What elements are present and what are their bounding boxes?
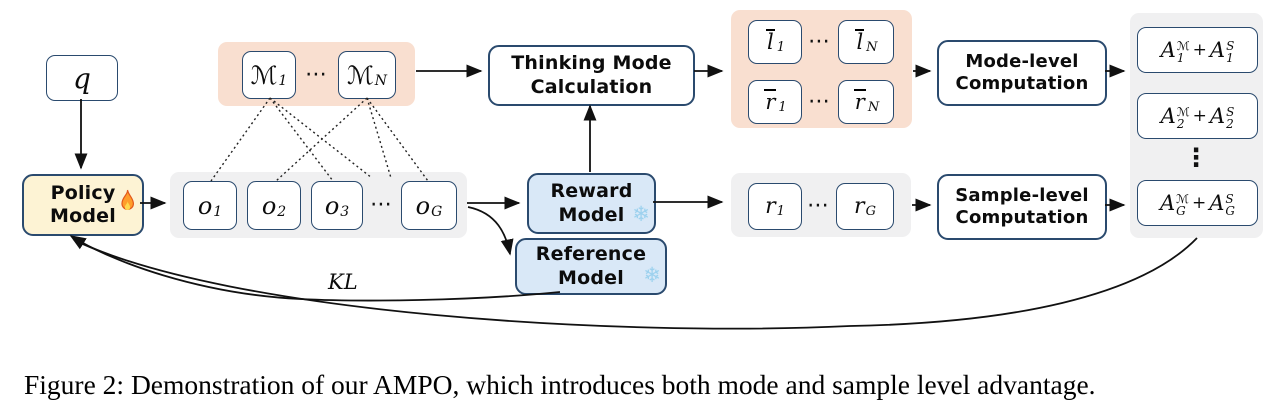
rewards-ellipsis: ⋯: [807, 192, 829, 218]
query-box: q: [46, 55, 118, 101]
policy-label-line1: Policy: [50, 181, 116, 204]
thinking-label-line2: Calculation: [530, 75, 653, 98]
reference-model-box: Reference Model ❄: [515, 238, 667, 295]
reward-label-line1: Reward: [550, 180, 633, 203]
mode-sample-dotted-links: [210, 97, 429, 182]
query-label: q: [73, 61, 91, 95]
kl-label: KL: [328, 270, 358, 294]
thinking-mode-calculation-box: Thinking Mode Calculation: [488, 45, 695, 106]
reference-label-line1: Reference: [535, 243, 647, 266]
mode-n-symbol: ℳ: [347, 60, 374, 90]
reward-model-box: Reward Model ❄: [527, 173, 656, 234]
mode-level-computation-box: Mode-level Computation: [937, 40, 1107, 106]
policy-label-line2: Model: [50, 205, 116, 227]
advantages-vertical-ellipsis: ⋮: [1183, 142, 1209, 172]
rbar-ellipsis: ⋯: [808, 88, 830, 114]
sample-level-computation-box: Sample-level Computation: [937, 174, 1107, 240]
mode-level-line1: Mode-level: [965, 51, 1079, 73]
mode-1-symbol: ℳ: [250, 60, 278, 90]
fire-icon: [121, 189, 135, 211]
figure-caption: Figure 2: Demonstration of our AMPO, whi…: [24, 369, 1096, 400]
snowflake-icon: ❄: [632, 202, 650, 227]
sample-level-line2: Computation: [955, 207, 1089, 228]
policy-model-box: Policy Model: [22, 174, 144, 236]
reference-label-line2: Model: [558, 266, 624, 289]
modes-ellipsis: ⋯: [305, 61, 327, 87]
reward-label-line2: Model: [558, 203, 625, 226]
thinking-label-line1: Thinking Mode: [511, 52, 672, 75]
sample-level-line1: Sample-level: [955, 185, 1089, 207]
snowflake-icon: ❄: [643, 263, 661, 288]
mode-level-line2: Computation: [955, 73, 1089, 94]
outputs-ellipsis: ⋯: [370, 191, 392, 217]
lbar-ellipsis: ⋯: [808, 28, 830, 54]
